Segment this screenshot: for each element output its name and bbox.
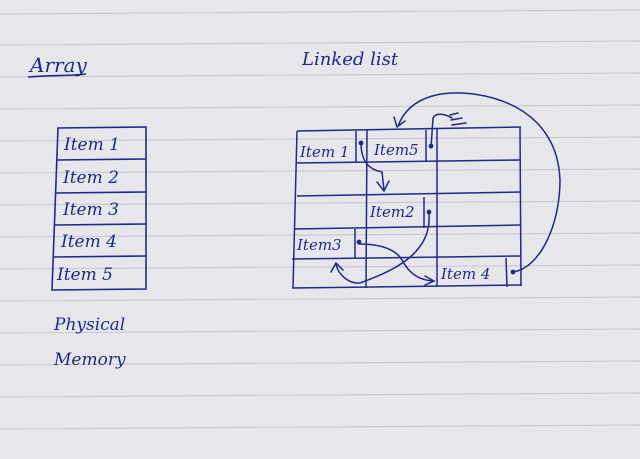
array-item-2: Item 2 bbox=[62, 168, 119, 188]
array-item-4: Item 4 bbox=[60, 232, 117, 252]
linked-list-title: Linked list bbox=[301, 49, 399, 70]
array-title: Array bbox=[28, 53, 87, 77]
array-item-1: Item 1 bbox=[63, 135, 120, 155]
memory-label-line2: Memory bbox=[53, 350, 126, 370]
array-item-5: Item 5 bbox=[56, 265, 113, 285]
node-item3: Item3 bbox=[296, 236, 342, 254]
memory-label-line1: Physical bbox=[53, 315, 125, 335]
node-item1: Item 1 bbox=[299, 143, 349, 161]
array-title-underline bbox=[27, 73, 87, 78]
array-grid bbox=[51, 126, 147, 291]
array-item-3: Item 3 bbox=[62, 200, 119, 220]
ruled-lines bbox=[0, 9, 640, 430]
pointer-arrows bbox=[330, 92, 561, 286]
node-item2: Item2 bbox=[369, 203, 415, 221]
node-item5: Item5 bbox=[373, 141, 419, 159]
linked-list-grid bbox=[291, 126, 523, 289]
node-item4: Item 4 bbox=[440, 265, 490, 283]
